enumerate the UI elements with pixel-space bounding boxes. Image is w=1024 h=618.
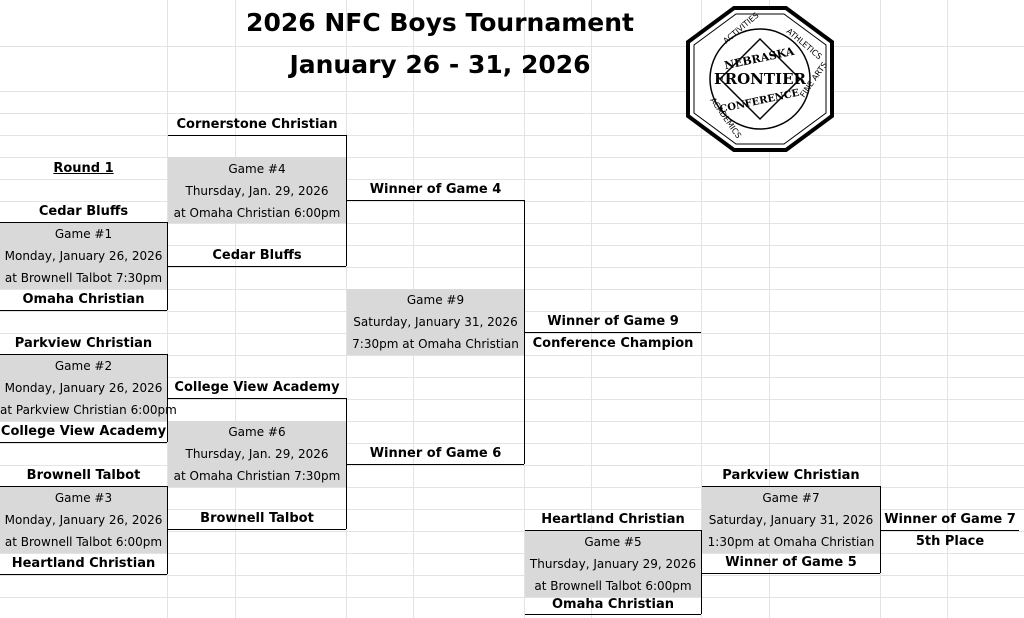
game-7-location: 1:30pm at Omaha Christian [707,535,875,549]
game-6-team-bottom: Brownell Talbot [200,511,314,526]
game-1-number: Game #1 [54,227,113,241]
bracket-line [347,200,524,201]
game-5-number: Game #5 [584,535,642,549]
game-4-team-top: Cornerstone Christian [176,117,338,132]
game-3-team-bottom: Heartland Christian [11,556,156,571]
bracket-line [167,486,168,574]
game-4-location: at Omaha Christian 6:00pm [173,206,341,220]
bracket-line [167,354,168,442]
bracket-line [347,464,524,465]
bracket-line [880,486,881,573]
bracket-line [524,200,525,464]
bracket-line [168,529,346,530]
conference-logo: ACTIVITIES ATHLETICS FINE ARTS ACADEMICS… [686,6,834,152]
game-4-date: Thursday, Jan. 29, 2026 [185,184,329,198]
page-title: 2026 NFC Boys Tournament [246,8,634,37]
nebraska-frontier-conference-seal-icon: ACTIVITIES ATHLETICS FINE ARTS ACADEMICS… [686,6,834,152]
bracket-line [346,135,347,266]
game-5-team-top: Heartland Christian [541,512,685,527]
bracket-line [346,398,347,529]
game-1-team-bottom: Omaha Christian [22,292,145,307]
game-5-team-bottom: Omaha Christian [551,597,675,612]
game-6-location: at Omaha Christian 7:30pm [173,469,341,483]
game-6-number: Game #6 [228,425,286,439]
bracket-line [168,266,346,267]
game-2-box [0,355,167,421]
round-1-label: Round 1 [53,161,114,176]
game-4-box [168,157,346,223]
bracket-line [0,486,167,487]
game-9-date: Saturday, January 31, 2026 [353,315,518,329]
tournament-dates: January 26 - 31, 2026 [289,50,591,79]
game-7-box [702,487,880,553]
logo-line-frontier: FRONTIER [714,70,807,88]
game-6-team-top: College View Academy [174,380,340,395]
game-2-team-top: Parkview Christian [14,336,153,351]
game-4-number: Game #4 [228,162,286,176]
bracket-line [0,310,167,311]
bracket-line [0,222,167,223]
game-2-number: Game #2 [54,359,113,373]
bracket-line [525,614,701,615]
game-6-date: Thursday, Jan. 29, 2026 [185,447,329,461]
game-7-team-top: Parkview Christian [722,468,860,483]
game-1-location: at Brownell Talbot 7:30pm [4,271,163,285]
bracket-line [168,398,346,399]
game-5-location: at Brownell Talbot 6:00pm [534,579,692,593]
game-9-box [347,289,524,355]
bracket-line [525,332,701,333]
bracket-line [167,222,168,310]
bracket-line [701,530,702,614]
game-3-location: at Brownell Talbot 6:00pm [4,535,163,549]
game-7-date: Saturday, January 31, 2026 [708,513,874,527]
game-5-box [525,531,701,597]
game-1-date: Monday, January 26, 2026 [4,249,163,263]
game-3-date: Monday, January 26, 2026 [4,513,163,527]
game-3-team-top: Brownell Talbot [26,468,141,483]
game-2-team-bottom: College View Academy [0,424,167,439]
bracket-line [0,442,167,443]
bracket-line [702,573,880,574]
game-9-team-top: Winner of Game 4 [369,182,502,197]
game-3-box [0,487,167,553]
game-9-team-bottom: Winner of Game 6 [369,446,502,461]
game-7-team-bottom: Winner of Game 5 [725,555,857,570]
game-9-number: Game #9 [406,293,465,307]
bracket-line [0,574,167,575]
game-5-date: Thursday, January 29, 2026 [529,557,697,571]
game-7-number: Game #7 [762,491,820,505]
game-1-box [0,223,167,289]
game-1-team-top: Cedar Bluffs [38,204,129,219]
game-7-result-label: 5th Place [915,534,985,549]
game-3-number: Game #3 [54,491,113,505]
bracket-line [168,135,346,136]
game-4-team-bottom: Cedar Bluffs [212,248,302,263]
bracket-line [881,530,1019,531]
game-7-result: Winner of Game 7 [884,512,1016,527]
game-6-box [168,421,346,487]
bracket-line [525,530,701,531]
game-9-result: Winner of Game 9 [547,314,679,329]
game-2-location: at Parkview Christian 6:00pm [0,403,177,417]
bracket-line [0,354,167,355]
game-9-location: 7:30pm at Omaha Christian [352,337,519,351]
bracket-line [702,486,880,487]
game-9-result-label: Conference Champion [532,336,694,351]
game-2-date: Monday, January 26, 2026 [4,381,163,395]
